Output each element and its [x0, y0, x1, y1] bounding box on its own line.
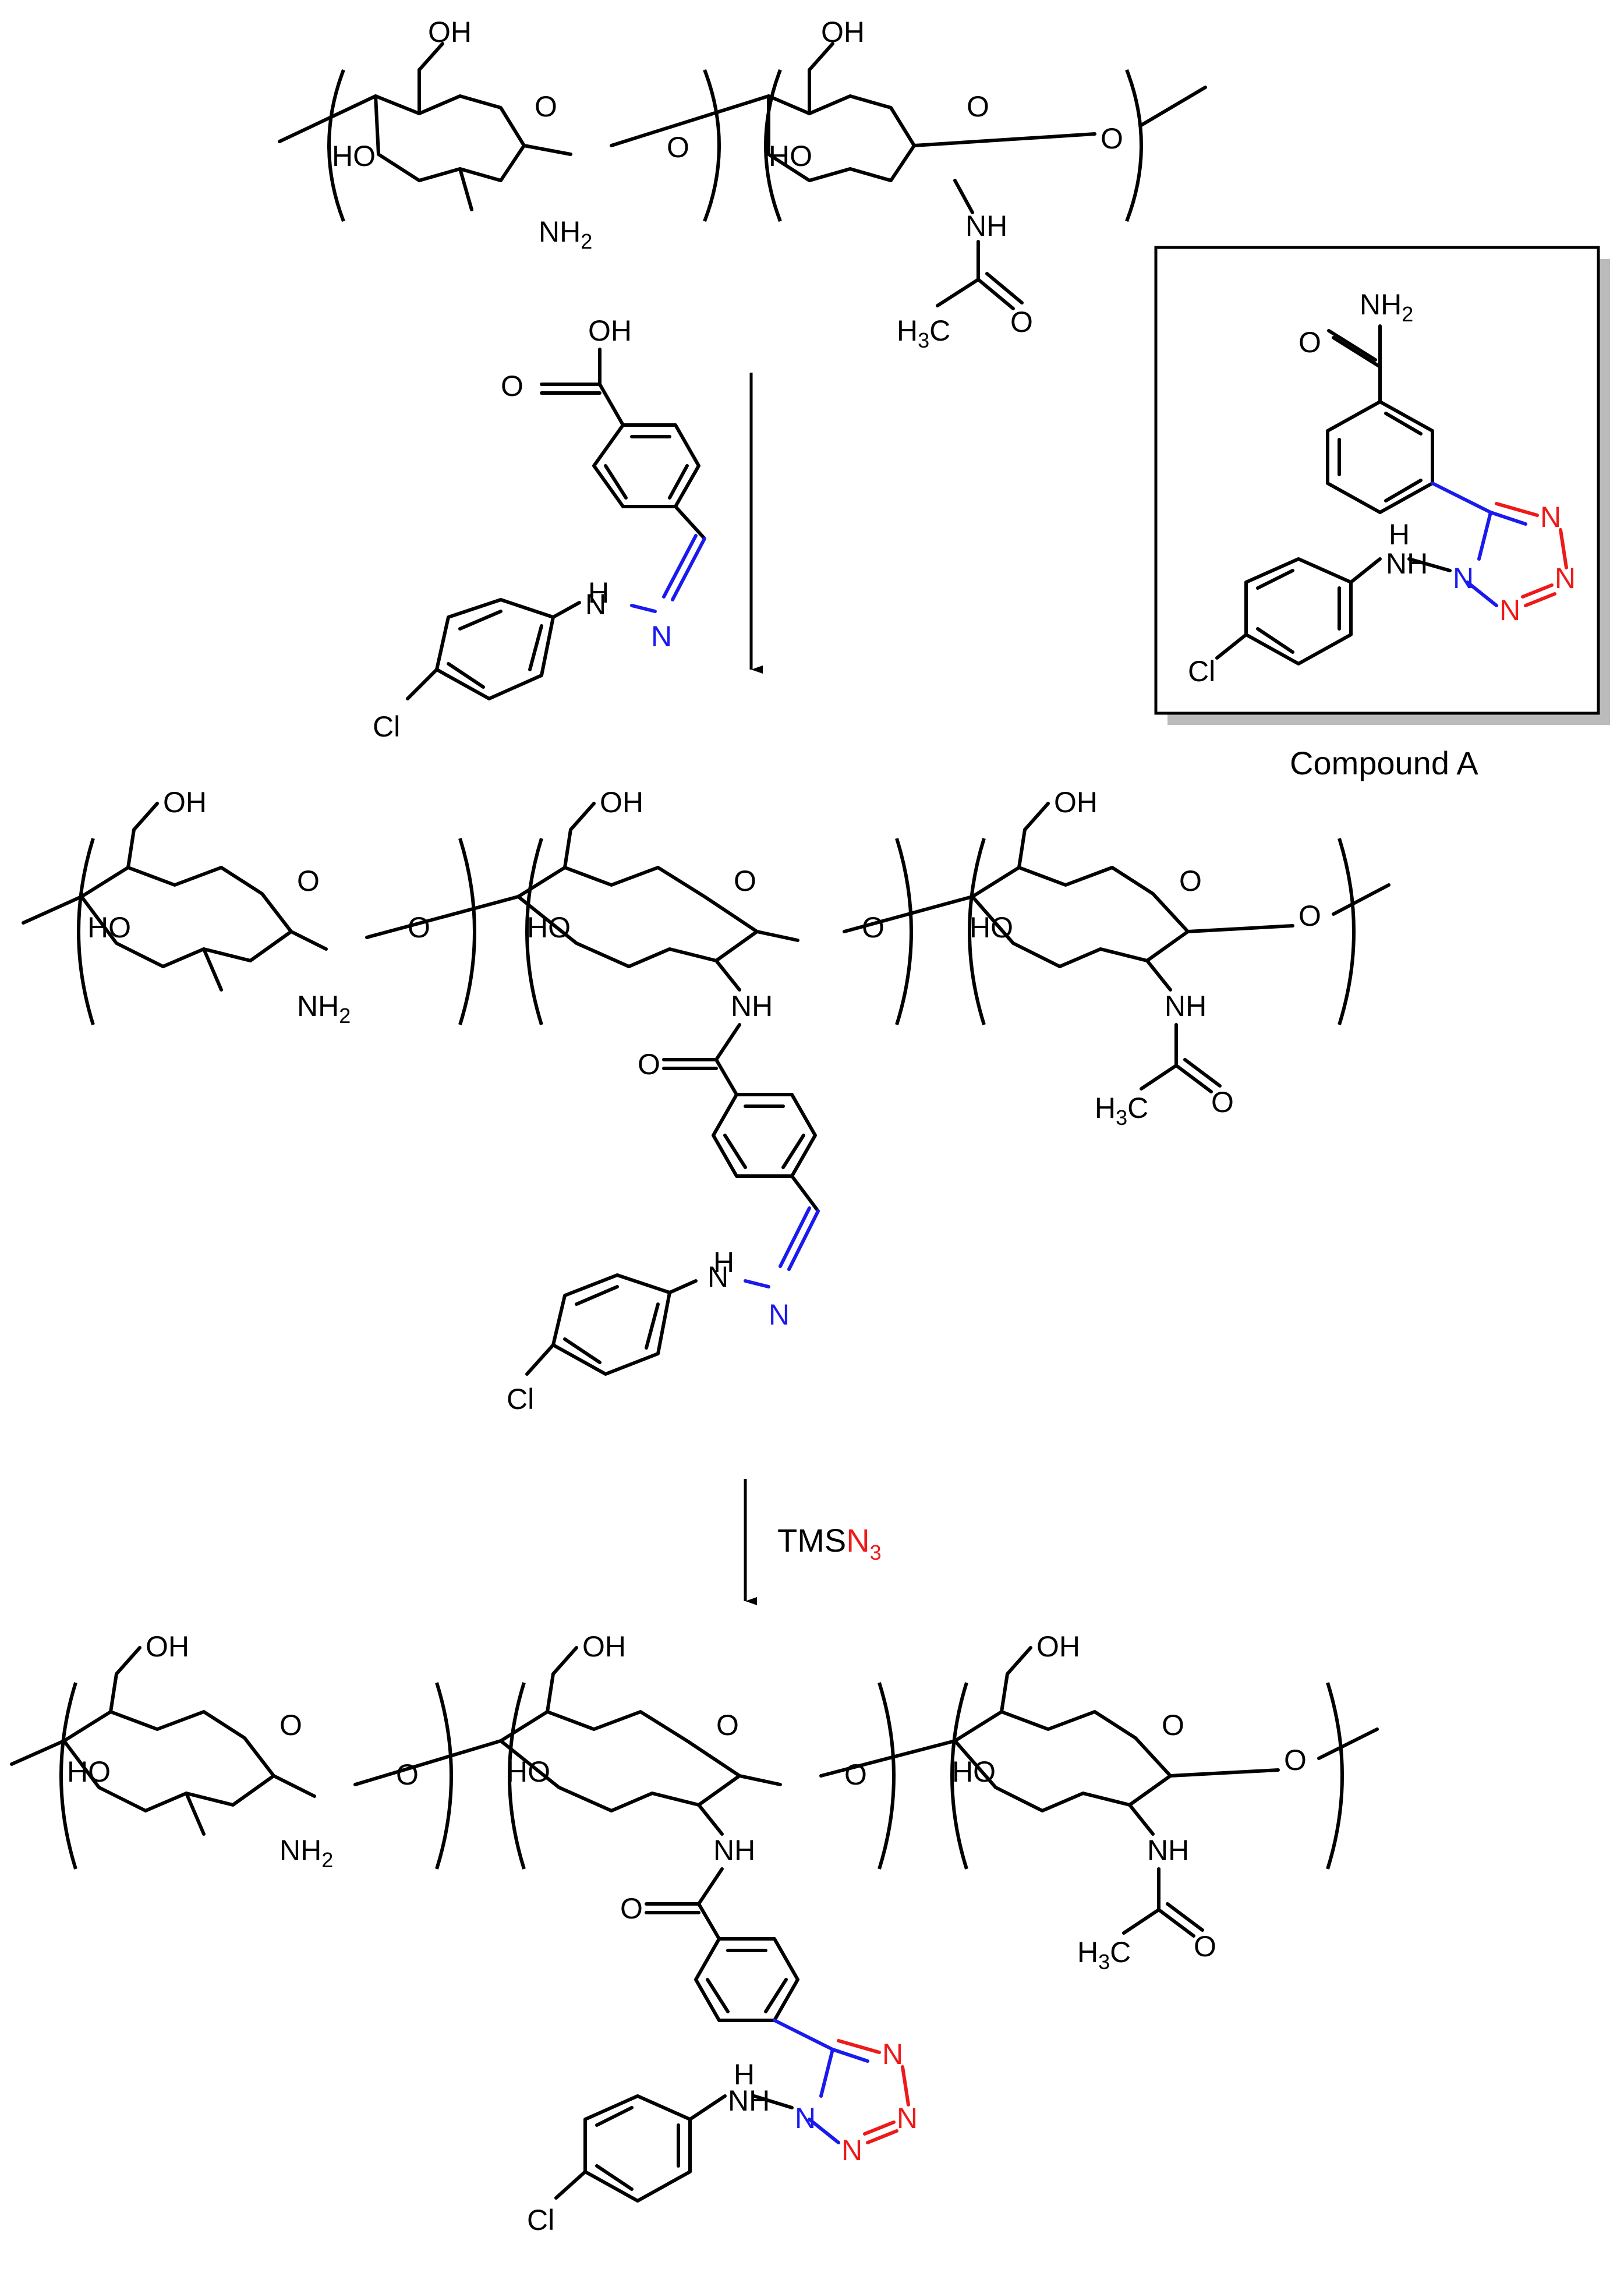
nh-label: NH	[1147, 1834, 1189, 1867]
tetrazole-n-label: N	[897, 2102, 918, 2134]
oh-label: OH	[600, 786, 643, 819]
oh-label: OH	[146, 1630, 189, 1663]
nh2-label: NH2	[279, 1834, 333, 1872]
h3c-label: H3C	[1095, 1092, 1148, 1130]
ho-label: HO	[527, 911, 571, 944]
carbonyl-o-label: O	[1010, 306, 1033, 338]
cl-label: Cl	[507, 1383, 534, 1415]
ho-label: HO	[67, 1755, 111, 1788]
nh-label: N	[707, 1261, 728, 1293]
glycosidic-o-label: O	[1101, 122, 1123, 155]
compound-a-caption: Compound A	[1290, 745, 1478, 781]
cl-label: Cl	[527, 2204, 554, 2236]
carbonyl-o-label: O	[501, 370, 523, 402]
glycosidic-o-label: O	[396, 1758, 419, 1791]
h-label: H	[734, 2058, 755, 2091]
oh-label: OH	[1054, 786, 1098, 819]
oh-label: OH	[163, 786, 207, 819]
oh-label: OH	[821, 16, 865, 48]
glycosidic-o-label: O	[1284, 1744, 1307, 1776]
ring-o-label: O	[297, 865, 320, 897]
carbonyl-o-label: O	[638, 1048, 660, 1081]
glycosidic-o-label: O	[844, 1758, 867, 1791]
ho-label: HO	[332, 140, 376, 172]
nh-label: NH	[1165, 990, 1206, 1022]
ho-label: HO	[952, 1755, 996, 1788]
tetrazole-n-label: N	[1540, 501, 1561, 533]
glycosidic-o-label: O	[408, 911, 430, 944]
chitosan-hydrazone-product: OH O HO O NH2 OH O HO O NH O H N N Cl OH…	[22, 786, 1391, 1415]
h-label: H	[588, 576, 609, 609]
cl-label: Cl	[1188, 655, 1215, 688]
tmsn3-reagent-label: TMSN3	[777, 1522, 882, 1564]
nh2-label: NH2	[297, 990, 351, 1028]
ring-o-label: O	[967, 90, 989, 123]
h3c-label: H3C	[1077, 1936, 1131, 1974]
imine-n-label: N	[769, 1298, 790, 1331]
tetrazole-n1-label: N	[1453, 562, 1474, 594]
nh2-label: NH2	[539, 215, 592, 253]
carbonyl-o-label: O	[1211, 1086, 1234, 1118]
tetrazole-n-label: N	[841, 2134, 862, 2166]
oh-label: OH	[1036, 1630, 1080, 1663]
ho-label: HO	[769, 140, 812, 172]
ring-o-label: O	[734, 865, 756, 897]
nh-label: N	[585, 588, 606, 621]
ring-o-label: O	[535, 90, 557, 123]
ring-o-label: O	[1162, 1709, 1184, 1741]
tetrazole-n1-label: N	[795, 2102, 816, 2134]
nh-label: NH	[965, 210, 1007, 242]
h-label: H	[1389, 518, 1410, 551]
oh-label: OH	[588, 314, 632, 347]
nh-label: NH	[728, 2084, 770, 2117]
glycosidic-o-label: O	[667, 131, 689, 164]
ring-o-label: O	[716, 1709, 739, 1741]
nh-label: NH	[1386, 547, 1428, 580]
tetrazole-n-label: N	[882, 2038, 903, 2070]
ho-label: HO	[507, 1755, 550, 1788]
h3c-label: H3C	[897, 314, 950, 352]
tetrazole-n-label: N	[1499, 594, 1520, 626]
carbonyl-o-label: O	[1194, 1930, 1216, 1963]
glycosidic-o-label: O	[1299, 900, 1321, 932]
imine-n-label: N	[651, 620, 672, 653]
ho-label: HO	[87, 911, 131, 944]
ring-o-label: O	[279, 1709, 302, 1741]
oh-label: OH	[428, 16, 472, 48]
chitosan-tetrazole-product: OH O HO O NH2 OH O HO O NH O H NH N N N …	[10, 1630, 1379, 2236]
carbonyl-o-label: O	[1299, 326, 1321, 359]
carbonyl-o-label: O	[620, 1892, 643, 1925]
ring-o-label: O	[1179, 865, 1202, 897]
ho-label: HO	[970, 911, 1013, 944]
nh-label: NH	[731, 990, 773, 1022]
h-label: H	[713, 1246, 734, 1279]
nh2-label: NH2	[1360, 288, 1413, 326]
glycosidic-o-label: O	[862, 911, 884, 944]
nh-label: NH	[713, 1834, 755, 1867]
oh-label: OH	[582, 1630, 626, 1663]
cl-label: Cl	[373, 710, 400, 743]
hydrazone-reagent: OH O H N N Cl	[373, 314, 706, 743]
tetrazole-n-label: N	[1555, 562, 1576, 594]
compound-a-box: NH2 O H NH N N N N Cl	[1154, 246, 1610, 725]
chitosan-starting-material: OH O HO O NH2 OH O HO O NH H3C O	[278, 16, 1207, 352]
